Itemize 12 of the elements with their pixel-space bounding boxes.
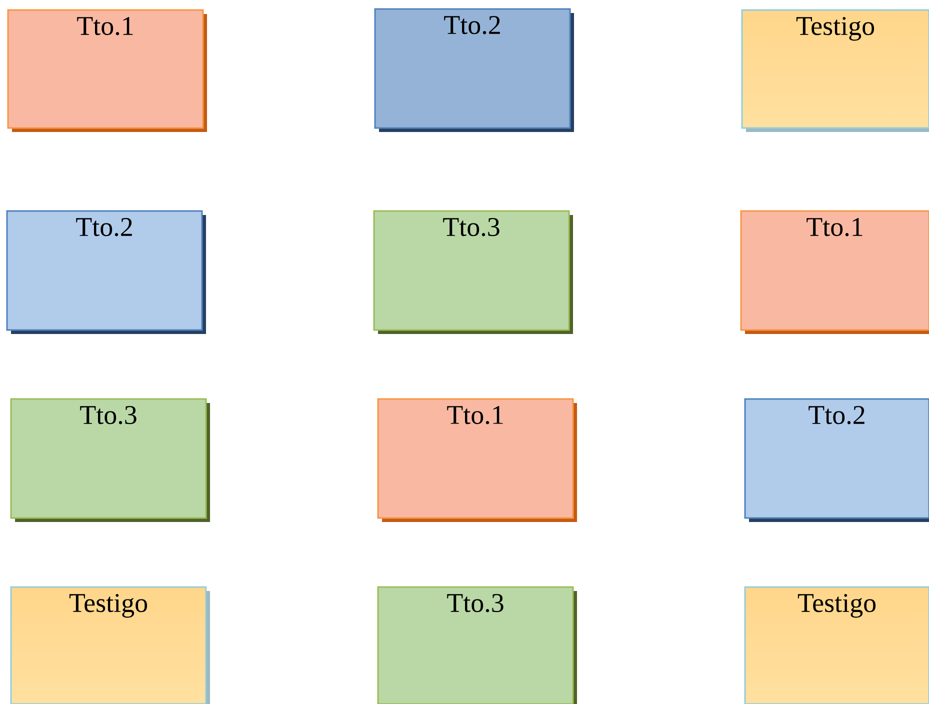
treatment-box: Testigo xyxy=(741,9,929,132)
treatment-box: Tto.2 xyxy=(6,210,206,334)
treatment-box: Tto.3 xyxy=(10,398,210,522)
treatment-box: Tto.1 xyxy=(740,210,929,334)
treatment-box: Tto.3 xyxy=(377,586,577,704)
treatment-box: Tto.1 xyxy=(377,398,577,522)
treatment-box: Tto.1 xyxy=(7,9,207,132)
treatment-box: Tto.3 xyxy=(373,210,573,334)
treatment-box: Testigo xyxy=(744,586,929,704)
treatment-box: Tto.2 xyxy=(744,398,929,522)
treatment-box: Testigo xyxy=(10,586,210,704)
treatment-box: Tto.2 xyxy=(374,8,574,132)
